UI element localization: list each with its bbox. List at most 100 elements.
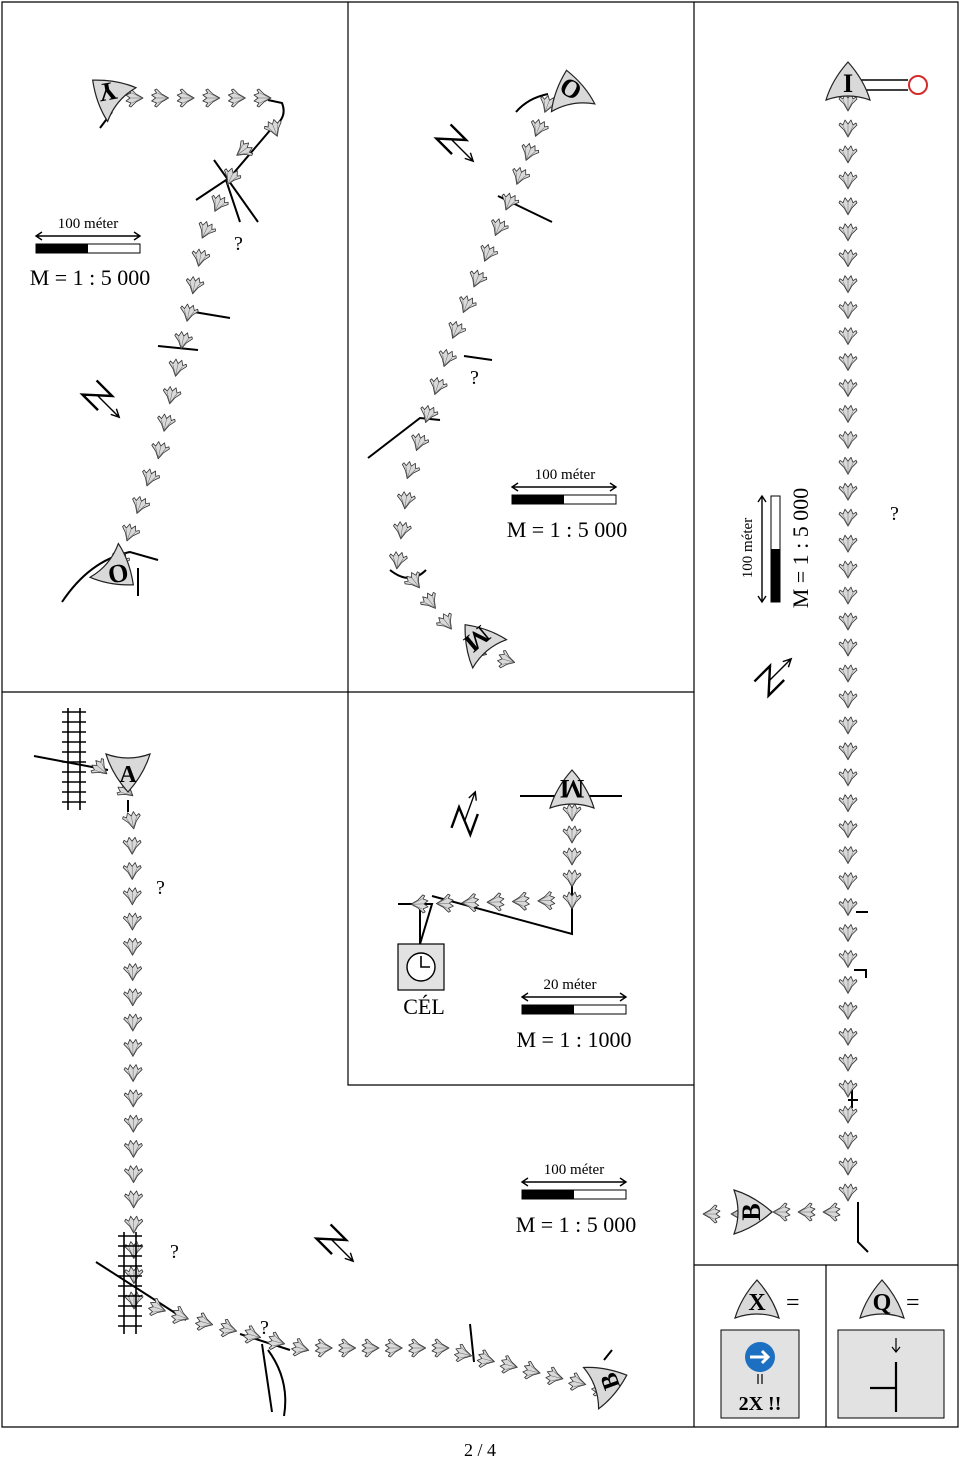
footprint-icon bbox=[838, 119, 858, 138]
footprint-icon bbox=[123, 1139, 143, 1158]
footprint-icon bbox=[772, 1202, 791, 1222]
scale-bar: 100 méter M = 1 : 5 000 bbox=[507, 467, 628, 542]
footprint-icon bbox=[838, 742, 858, 761]
footprint-icon bbox=[838, 898, 858, 916]
legend-x-note: 2X !! bbox=[739, 1393, 782, 1415]
footprint-icon bbox=[838, 924, 858, 942]
footprint-icon bbox=[486, 892, 505, 912]
footprint-icon bbox=[838, 171, 858, 190]
scale-distance: 100 méter bbox=[740, 518, 756, 578]
footprint-icon bbox=[124, 1215, 144, 1234]
scale-distance: 100 méter bbox=[544, 1162, 604, 1178]
footprint-icon bbox=[193, 1311, 216, 1334]
start-circle-icon bbox=[908, 75, 928, 95]
footprint-icon bbox=[227, 88, 246, 108]
footprint-icon bbox=[498, 1354, 520, 1377]
footprint-icon bbox=[433, 609, 460, 636]
footprint-icon bbox=[838, 223, 858, 242]
footprint-icon bbox=[475, 241, 500, 266]
railway-icon bbox=[62, 708, 142, 1334]
footprint-icon bbox=[838, 794, 858, 813]
footprint-icon bbox=[431, 1338, 450, 1358]
footprint-icon bbox=[838, 197, 858, 216]
footprint-icon bbox=[521, 1359, 543, 1383]
footprint-icon bbox=[475, 1348, 498, 1371]
footprint-icon bbox=[361, 1338, 380, 1358]
footprint-icon bbox=[838, 690, 858, 709]
panel-borders bbox=[1, 1, 959, 1428]
footprint-icon bbox=[507, 164, 532, 189]
north-arrow-icon bbox=[753, 650, 800, 697]
legend-x-equals: = bbox=[786, 1290, 800, 1316]
footprint-icon bbox=[838, 846, 858, 864]
footprint-icon bbox=[166, 357, 189, 379]
checkpoint-o-label: O bbox=[106, 557, 131, 589]
footprint-icon bbox=[189, 247, 212, 269]
checkpoint-i-label: I bbox=[843, 69, 853, 98]
footprint-icon bbox=[495, 648, 518, 672]
footprint-icon bbox=[425, 375, 450, 398]
panel-middle-center: M CÉL 20 méter M = 1 : 1000 bbox=[397, 769, 632, 1052]
footprint-icon bbox=[193, 218, 218, 243]
footprint-icon bbox=[838, 1027, 858, 1046]
footprint-icon bbox=[562, 825, 582, 844]
footprint-icon bbox=[497, 190, 522, 214]
footprint-icon bbox=[398, 459, 422, 482]
finish-clock-icon bbox=[397, 943, 445, 991]
footprint-icon bbox=[435, 347, 459, 370]
scale-bar: 20 méter M = 1 : 1000 bbox=[516, 977, 631, 1052]
footprint-icon bbox=[128, 494, 152, 517]
footprint-icon bbox=[122, 836, 142, 855]
page-number: 2 / 4 bbox=[463, 1440, 496, 1460]
footprint-icon bbox=[391, 520, 413, 541]
legend-q-equals: = bbox=[906, 1290, 920, 1316]
footprint-icon bbox=[543, 1365, 566, 1388]
footprint-icon bbox=[838, 249, 858, 268]
footprint-icon bbox=[838, 950, 858, 968]
north-arrow-icon bbox=[315, 1223, 362, 1270]
scale-distance: 100 méter bbox=[535, 467, 595, 483]
footprint-icon bbox=[314, 1338, 333, 1358]
panel-top-middle: O M ? 100 méter M = 1 : 5 000 bbox=[435, 65, 628, 669]
scale-ratio: M = 1 : 1000 bbox=[516, 1027, 631, 1052]
north-arrow-icon bbox=[435, 123, 482, 170]
footprint-icon bbox=[417, 589, 444, 615]
footprint-icon bbox=[526, 116, 551, 141]
scale-ratio: M = 1 : 5 000 bbox=[516, 1212, 637, 1237]
panel-right: I B ? 100 méter M = 1 : 5 000 bbox=[733, 61, 928, 1235]
footprint-icon bbox=[151, 88, 170, 108]
footprint-icon bbox=[123, 937, 142, 956]
footprint-icon bbox=[289, 1336, 312, 1360]
footprint-icon bbox=[169, 1304, 192, 1328]
footprint-icon bbox=[797, 1202, 816, 1222]
footprint-icon bbox=[408, 1338, 427, 1358]
footprint-icon bbox=[838, 976, 858, 994]
footprint-icon bbox=[253, 88, 272, 108]
footprint-icon bbox=[123, 1114, 143, 1133]
footprint-icon bbox=[123, 1038, 143, 1057]
junction-icon bbox=[870, 1362, 898, 1412]
scale-ratio: M = 1 : 5 000 bbox=[788, 488, 813, 609]
panel-bottom-left: A B ? ? ? 100 méter M = 1 : 5 000 bbox=[62, 708, 637, 1410]
footprint-icon bbox=[838, 638, 858, 657]
north-arrow-icon bbox=[450, 787, 486, 836]
footprint-icon bbox=[123, 1013, 143, 1032]
footprint-icon bbox=[123, 1064, 143, 1083]
checkpoint-a-label: A bbox=[119, 762, 137, 788]
footprint-icon bbox=[838, 456, 858, 475]
scale-bar: 100 méter M = 1 : 5 000 bbox=[740, 488, 813, 609]
footprint-icon bbox=[838, 508, 858, 527]
footprint-icon bbox=[121, 809, 143, 831]
footprint-icon bbox=[838, 430, 858, 449]
footprint-icon bbox=[838, 716, 858, 735]
footprint-icon bbox=[123, 1089, 143, 1108]
panel-top-left: Y O ? 100 méter M = 1 : 5 000 bbox=[30, 62, 243, 603]
footprint-icon bbox=[838, 327, 858, 346]
footprint-icon bbox=[461, 893, 480, 913]
footprint-icon bbox=[123, 988, 143, 1007]
legend-x-letter: X bbox=[748, 1290, 766, 1316]
footprint-icon bbox=[822, 1202, 841, 1222]
north-arrow-icon bbox=[81, 379, 128, 426]
